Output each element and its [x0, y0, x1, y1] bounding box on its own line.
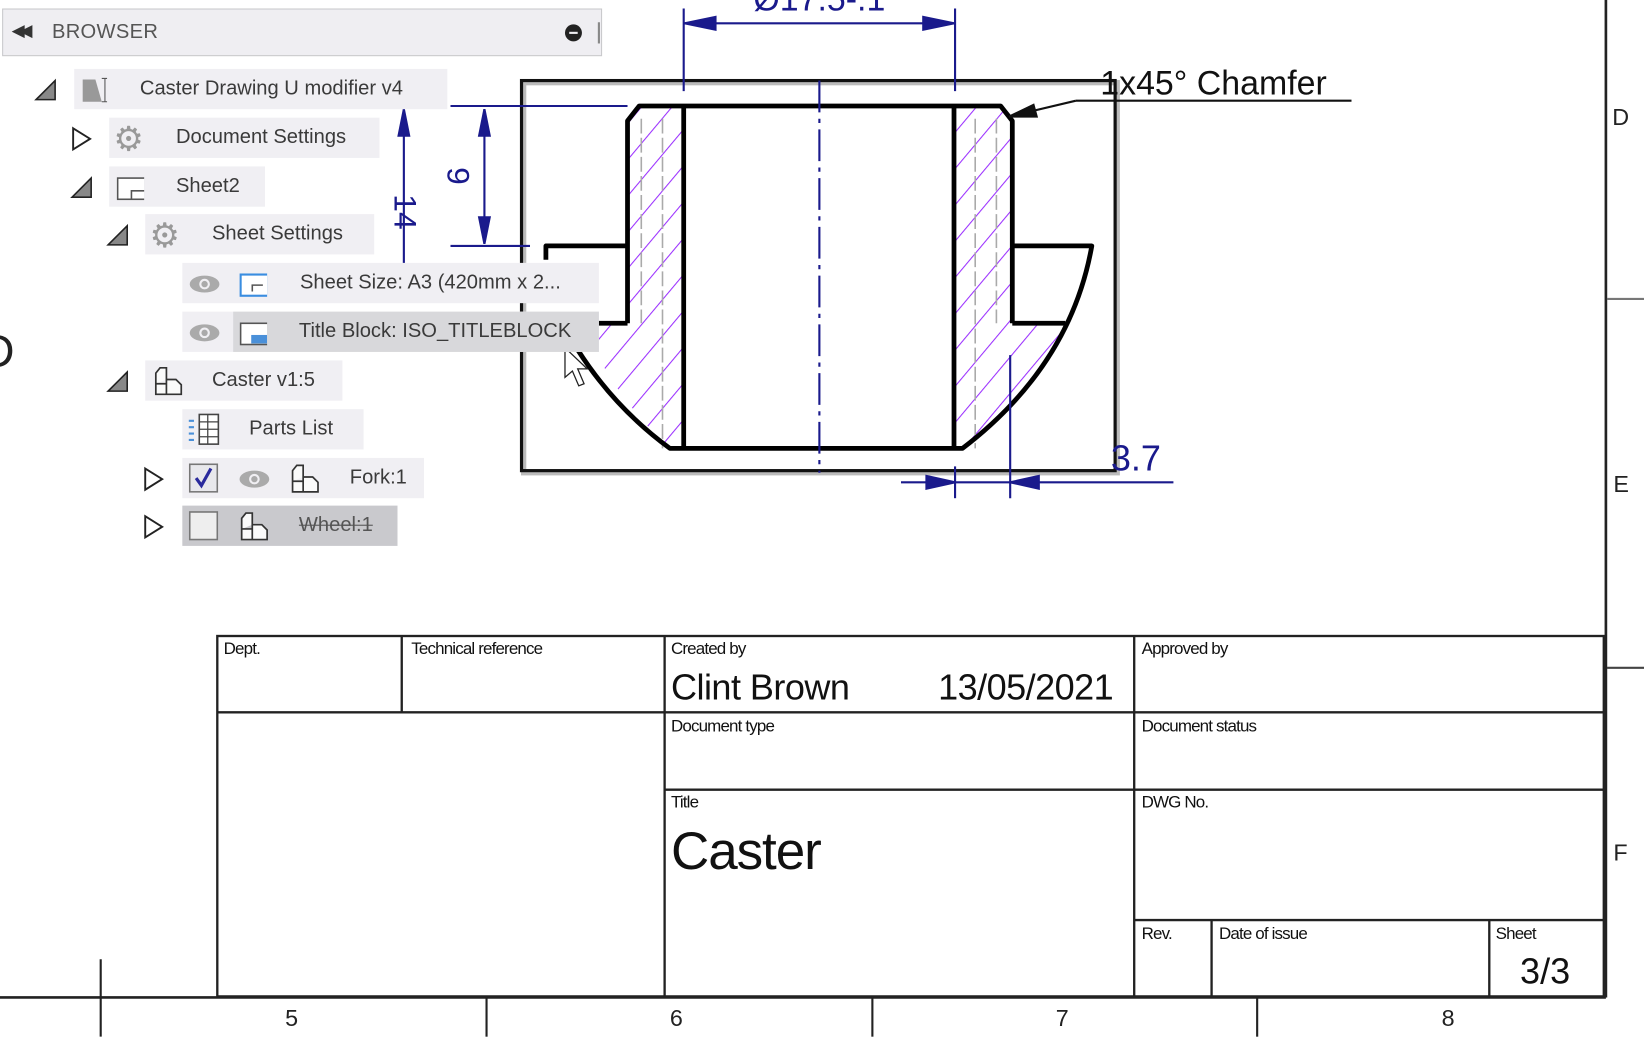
- tree-item-label: Wheel:1: [298, 514, 373, 537]
- component-icon: [154, 366, 183, 396]
- dept-label: Dept.: [223, 640, 261, 659]
- tree-item-sheet-settings[interactable]: ⚙ Sheet Settings: [0, 214, 376, 255]
- expanded-toggle-icon[interactable]: [106, 369, 129, 394]
- tree-item-document[interactable]: Caster Drawing U modifier v4: [0, 68, 456, 110]
- row-label: E: [1613, 471, 1629, 497]
- row-label: D: [1612, 104, 1629, 130]
- technical-reference-label: Technical reference: [411, 640, 543, 659]
- title-value[interactable]: Caster: [670, 821, 822, 881]
- browser-title: BROWSER: [51, 21, 159, 44]
- sheet-label: Sheet: [1495, 925, 1537, 944]
- created-by-value[interactable]: Clint Brown: [670, 667, 850, 709]
- title-label: Title: [670, 793, 699, 812]
- tree-item-label: Caster Drawing U modifier v4: [139, 77, 403, 100]
- expanded-toggle-icon[interactable]: [70, 175, 93, 200]
- collapse-panel-icon[interactable]: ◀◀: [11, 22, 33, 41]
- visibility-checkbox[interactable]: [188, 463, 219, 493]
- tree-item-fork[interactable]: Fork:1: [0, 457, 426, 499]
- mouse-cursor: [564, 346, 589, 387]
- component-icon: [240, 512, 268, 541]
- parts-list-icon: [188, 413, 220, 445]
- title-block-icon: [239, 322, 268, 346]
- collapsed-toggle-icon[interactable]: [70, 126, 93, 152]
- document-status-label: Document status: [1141, 717, 1257, 736]
- tree-item-label: Parts List: [249, 417, 334, 440]
- tree-item-label: Caster v1:5: [211, 368, 315, 392]
- created-by-label: Created by: [670, 640, 746, 659]
- row-label-partial: D: [0, 325, 15, 377]
- column-label: 8: [1442, 1005, 1455, 1031]
- tree-item-label: Title Block: ISO_TITLEBLOCK: [298, 320, 572, 343]
- section-hatch-right: [953, 105, 1066, 449]
- eye-icon[interactable]: [189, 270, 221, 298]
- diameter-dimension-text[interactable]: Ø17.5-.1: [753, 0, 885, 19]
- chamfer-leader: [1008, 99, 1352, 118]
- tree-item-label: Sheet Settings: [211, 222, 344, 245]
- tree-item-label: Sheet2: [175, 174, 240, 198]
- dimension-9-text[interactable]: 9: [440, 167, 476, 185]
- tree-item-caster-view[interactable]: Caster v1:5: [0, 360, 344, 401]
- dimension-3-7-text[interactable]: 3.7: [1111, 438, 1161, 479]
- row-label: F: [1613, 840, 1627, 866]
- collapsed-toggle-icon[interactable]: [142, 514, 165, 540]
- dimension-14-text[interactable]: 14: [387, 194, 423, 229]
- tree-item-parts-list[interactable]: Parts List: [0, 409, 366, 450]
- tree-item-label: Document Settings: [175, 126, 347, 149]
- tree-item-wheel[interactable]: Wheel:1: [0, 505, 401, 546]
- panel-resize-handle[interactable]: [597, 22, 600, 44]
- component-icon: [291, 464, 319, 493]
- title-block-grid: [216, 634, 1605, 998]
- tree-item-document-settings[interactable]: ⚙ Document Settings: [0, 117, 382, 158]
- eye-icon[interactable]: [189, 319, 221, 347]
- rev-label: Rev.: [1141, 925, 1173, 944]
- dwg-no-label: DWG No.: [1141, 793, 1209, 812]
- column-label: 6: [670, 1005, 683, 1031]
- tree-item-sheet-size[interactable]: Sheet Size: A3 (420mm x 2...: [0, 262, 600, 304]
- section-hatch-left: [582, 105, 684, 449]
- eye-icon[interactable]: [238, 465, 270, 493]
- sheet-value[interactable]: 3/3: [1520, 951, 1571, 993]
- expanded-toggle-icon[interactable]: [106, 223, 129, 248]
- tree-item-label: Sheet Size: A3 (420mm x 2...: [299, 271, 561, 294]
- document-type-label: Document type: [670, 717, 775, 736]
- visibility-checkbox[interactable]: [188, 511, 219, 541]
- tree-item-sheet2[interactable]: Sheet2: [0, 166, 267, 207]
- created-date-value[interactable]: 13/05/2021: [938, 667, 1114, 709]
- column-label: 7: [1056, 1005, 1069, 1031]
- collapsed-toggle-icon[interactable]: [142, 466, 165, 492]
- gear-icon: ⚙: [149, 216, 180, 255]
- gear-icon: ⚙: [113, 119, 144, 158]
- drawing-document-icon: [82, 77, 108, 103]
- approved-by-label: Approved by: [1141, 640, 1229, 659]
- thread-lines: [640, 118, 998, 449]
- chamfer-note[interactable]: 1x45° Chamfer: [1100, 64, 1327, 102]
- expanded-toggle-icon[interactable]: [34, 77, 57, 102]
- minimize-icon[interactable]: [564, 24, 582, 42]
- sheet-icon: [116, 177, 145, 201]
- sheet-size-icon: [239, 273, 268, 297]
- browser-header: ◀◀ BROWSER: [2, 8, 603, 57]
- date-of-issue-label: Date of issue: [1218, 925, 1308, 944]
- tree-item-title-block[interactable]: Title Block: ISO_TITLEBLOCK: [0, 311, 600, 352]
- column-label: 5: [285, 1005, 298, 1031]
- tree-item-label: Fork:1: [349, 466, 407, 489]
- dimensions[interactable]: [397, 8, 1174, 499]
